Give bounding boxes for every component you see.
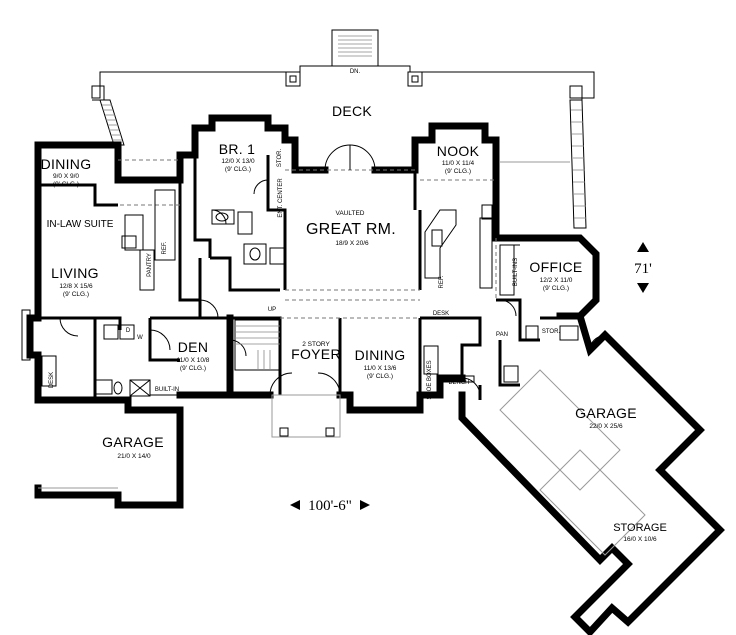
dining-inlaw-clg: (9' CLG.) [53, 181, 79, 188]
washer-label: W [137, 335, 143, 341]
great-rm-vaulted: VAULTED [335, 210, 364, 217]
garage-right-dim: 22/0 X 25/6 [589, 423, 623, 430]
storage-label: STORAGE [613, 522, 667, 534]
overall-width: 100'-6" [308, 498, 352, 514]
doors [59, 144, 605, 397]
deck-dn-label: DN. [350, 69, 361, 75]
office-dim: 12/2 X 11/0 [540, 277, 573, 284]
deck-outline [91, 29, 595, 229]
den-clg: (9' CLG.) [180, 365, 206, 372]
shoe-boxes-label: SHOE BOXES [427, 360, 433, 399]
great-rm-label: GREAT RM. [306, 221, 396, 238]
inlaw-suite-label: IN-LAW SUITE [47, 219, 114, 230]
great-rm-dim: 18/9 X 20/6 [335, 240, 369, 247]
den-dim: 11/0 X 10/8 [177, 357, 210, 364]
dimension-indicators: 100'-6" 71' [290, 242, 652, 514]
dining-inlaw-label: DINING [41, 156, 92, 172]
nook-label: NOOK [437, 143, 480, 159]
bench-label: BENCH [448, 380, 469, 386]
foyer-story: 2 STORY [302, 341, 330, 348]
arrow-right-icon [360, 500, 370, 510]
living-clg: (9' CLG.) [63, 291, 89, 298]
foyer-label: FOYER [291, 346, 341, 362]
built-in-den-label: BUILT-IN [155, 387, 179, 393]
living-dim: 12/8 X 15/6 [59, 283, 93, 290]
pantry-label: PANTRY [147, 253, 153, 277]
br1-dim: 12/0 X 13/0 [221, 158, 255, 165]
arrow-down-icon [637, 283, 649, 293]
dining-main-dim: 11/0 X 13/6 [364, 365, 397, 372]
built-ins-office-label: BUILT-INS [513, 258, 519, 286]
garage-left-label: GARAGE [102, 434, 164, 450]
dining-main-label: DINING [355, 347, 406, 363]
nook-clg: (9' CLG.) [445, 168, 471, 175]
desk-right-label: DESK [433, 311, 449, 317]
br1-clg: (9' CLG.) [225, 166, 251, 173]
dining-main-clg: (9' CLG.) [367, 373, 393, 380]
arrow-left-icon [290, 500, 300, 510]
overall-depth: 71' [634, 261, 652, 277]
br1-label: BR. 1 [219, 141, 256, 157]
dashed-lines [118, 159, 497, 319]
arrow-up-icon [637, 242, 649, 252]
fixtures [21, 189, 646, 556]
desk-left-label: DESK [49, 372, 55, 388]
living-label: LIVING [51, 265, 99, 281]
garage-left-dim: 21/0 X 14/0 [117, 453, 151, 460]
up-label: UP [268, 307, 276, 313]
ref-left-label: REF. [162, 241, 168, 254]
dining-inlaw-dim: 9/0 X 9/0 [53, 173, 79, 180]
garage-right-label: GARAGE [575, 405, 637, 421]
interior-walls [38, 155, 580, 400]
deck-label: DECK [332, 103, 372, 119]
pan-label: PAN [496, 332, 508, 338]
stor-right-label: STOR. [542, 329, 561, 335]
dryer-label: D [126, 328, 131, 334]
storage-dim: 16/0 X 10/6 [623, 536, 657, 543]
annotations: STOR. ENT. CENTER PANTRY REF. REF. UP DE… [49, 149, 560, 400]
den-label: DEN [178, 339, 208, 355]
room-labels: DECK DN. BR. 1 12/0 X 13/0 (9' CLG.) NOO… [41, 69, 667, 543]
office-label: OFFICE [529, 259, 582, 275]
stor-top-label: STOR. [277, 149, 283, 168]
ref-kitchen-label: REF. [439, 275, 445, 288]
ent-center-label: ENT. CENTER [278, 178, 284, 218]
office-clg: (9' CLG.) [543, 285, 569, 292]
nook-dim: 11/0 X 11/4 [442, 160, 475, 167]
